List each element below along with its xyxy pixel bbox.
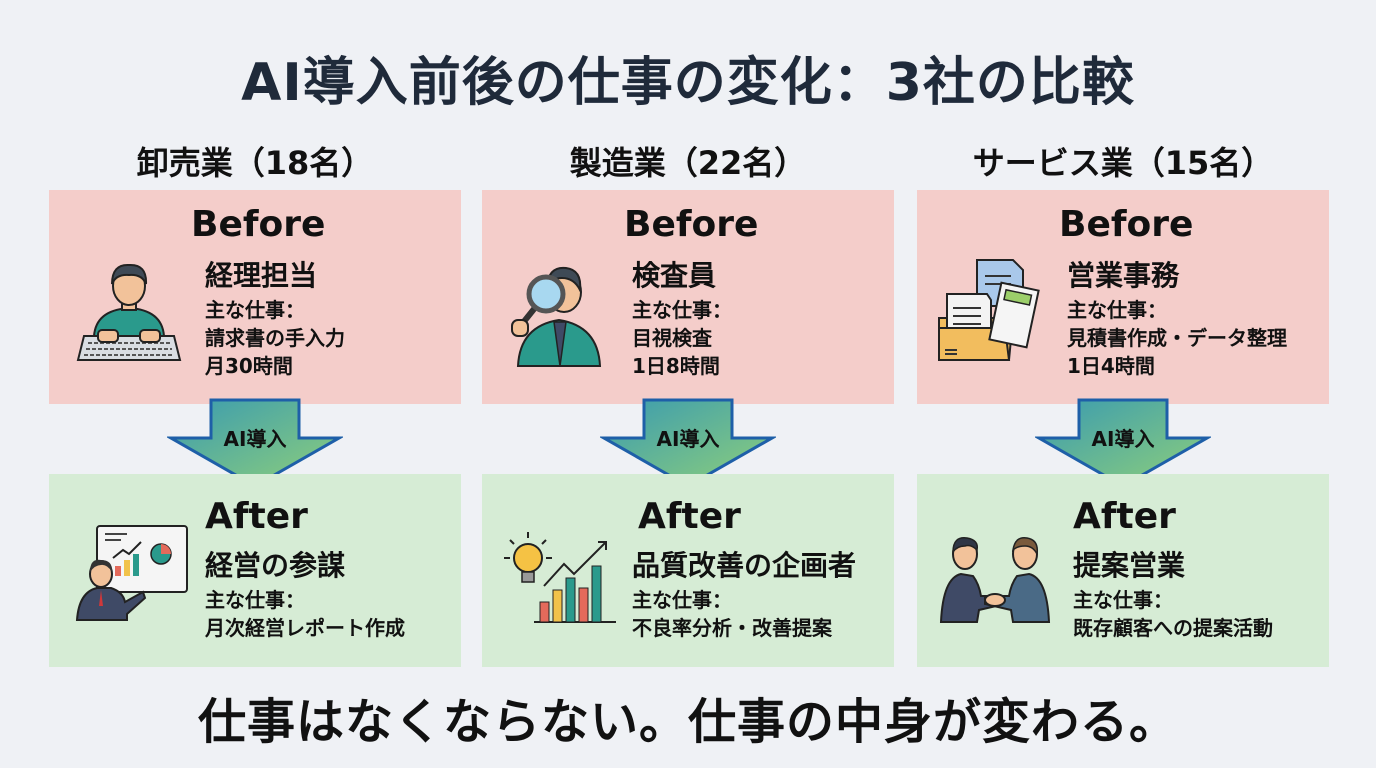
work-label: 主な仕事：: [205, 588, 305, 612]
before-details: 主な仕事： 請求書の手入力 月30時間: [205, 296, 345, 380]
person-typing-keyboard-icon: [76, 263, 182, 361]
before-role: 検査員: [632, 259, 717, 292]
after-box: After 経営の参謀 主な仕事： 月次経営レポート作成: [49, 474, 461, 667]
work-time: 1日8時間: [632, 354, 720, 378]
lightbulb-growth-chart-icon: [504, 532, 616, 623]
arrow-label: AI導入: [1091, 427, 1155, 451]
work-label: 主な仕事：: [205, 298, 305, 322]
before-box: Before 営業事務 主な仕事： 見積書作成・データ整理 1日4時間: [917, 190, 1329, 404]
presenter-chart-icon: [75, 525, 188, 621]
after-role: 提案営業: [1073, 549, 1186, 582]
after-role: 品質改善の企画者: [632, 549, 857, 582]
before-box: Before 検査員 主な仕事： 目視検査 1日8時間: [482, 190, 894, 404]
after-details: 主な仕事： 月次経営レポート作成: [205, 586, 405, 642]
work-time: 月30時間: [205, 354, 293, 378]
work-label: 主な仕事：: [632, 588, 732, 612]
after-details: 主な仕事： 既存顧客への提案活動: [1073, 586, 1273, 642]
work-description: 不良率分析・改善提案: [632, 616, 832, 640]
before-box: Before 経理担当 主な仕事： 請求書の手入力 月30時間: [49, 190, 461, 404]
before-details: 主な仕事： 目視検査 1日8時間: [632, 296, 732, 380]
down-arrow-icon: [600, 398, 776, 488]
work-description: 既存顧客への提案活動: [1073, 616, 1273, 640]
footer-message: 仕事はなくならない。仕事の中身が変わる。: [197, 694, 1178, 750]
after-details: 主な仕事： 不良率分析・改善提案: [632, 586, 832, 642]
before-details: 主な仕事： 見積書作成・データ整理 1日4時間: [1067, 296, 1287, 380]
after-box: After 提案営業 主な仕事： 既存顧客への提案活動: [917, 474, 1329, 667]
company-column-manufacturing: 製造業（22名） Before 検査員 主な仕事： 目視検査 1日8時間 AI導…: [482, 0, 894, 768]
company-header: サービス業（15名）: [972, 144, 1274, 182]
after-heading: After: [205, 496, 308, 537]
after-box: After 品質改善の企画者 主な仕事： 不良率分析・改善提案: [482, 474, 894, 667]
company-header: 製造業（22名）: [569, 144, 807, 182]
inspector-magnifier-icon: [511, 266, 602, 367]
documents-calculator-icon: [938, 259, 1040, 361]
down-arrow-icon: [167, 398, 343, 488]
before-heading: Before: [624, 204, 759, 245]
work-time: 1日4時間: [1067, 354, 1155, 378]
work-description: 請求書の手入力: [205, 326, 345, 350]
after-heading: After: [1073, 496, 1176, 537]
page-title: AI導入前後の仕事の変化：3社の比較: [241, 53, 1135, 113]
handshake-icon: [939, 537, 1051, 623]
after-heading: After: [638, 496, 741, 537]
work-label: 主な仕事：: [1067, 298, 1167, 322]
before-role: 経理担当: [205, 259, 318, 292]
work-description: 見積書作成・データ整理: [1067, 326, 1287, 350]
before-role: 営業事務: [1067, 259, 1180, 292]
arrow-label: AI導入: [656, 427, 720, 451]
after-role: 経営の参謀: [205, 549, 346, 582]
work-description: 月次経営レポート作成: [205, 616, 405, 640]
before-heading: Before: [1059, 204, 1194, 245]
work-description: 目視検査: [632, 326, 712, 350]
down-arrow-icon: [1035, 398, 1211, 488]
work-label: 主な仕事：: [1073, 588, 1173, 612]
work-label: 主な仕事：: [632, 298, 732, 322]
company-header: 卸売業（18名）: [136, 144, 374, 182]
before-heading: Before: [191, 204, 326, 245]
company-column-service: サービス業（15名） Before 営業事務 主な仕事： 見積書作成・データ整理…: [917, 0, 1329, 768]
arrow-label: AI導入: [223, 427, 287, 451]
company-column-wholesale: 卸売業（18名） Before 経理担当 主な仕事： 請求書の手入力 月30時間…: [49, 0, 461, 768]
